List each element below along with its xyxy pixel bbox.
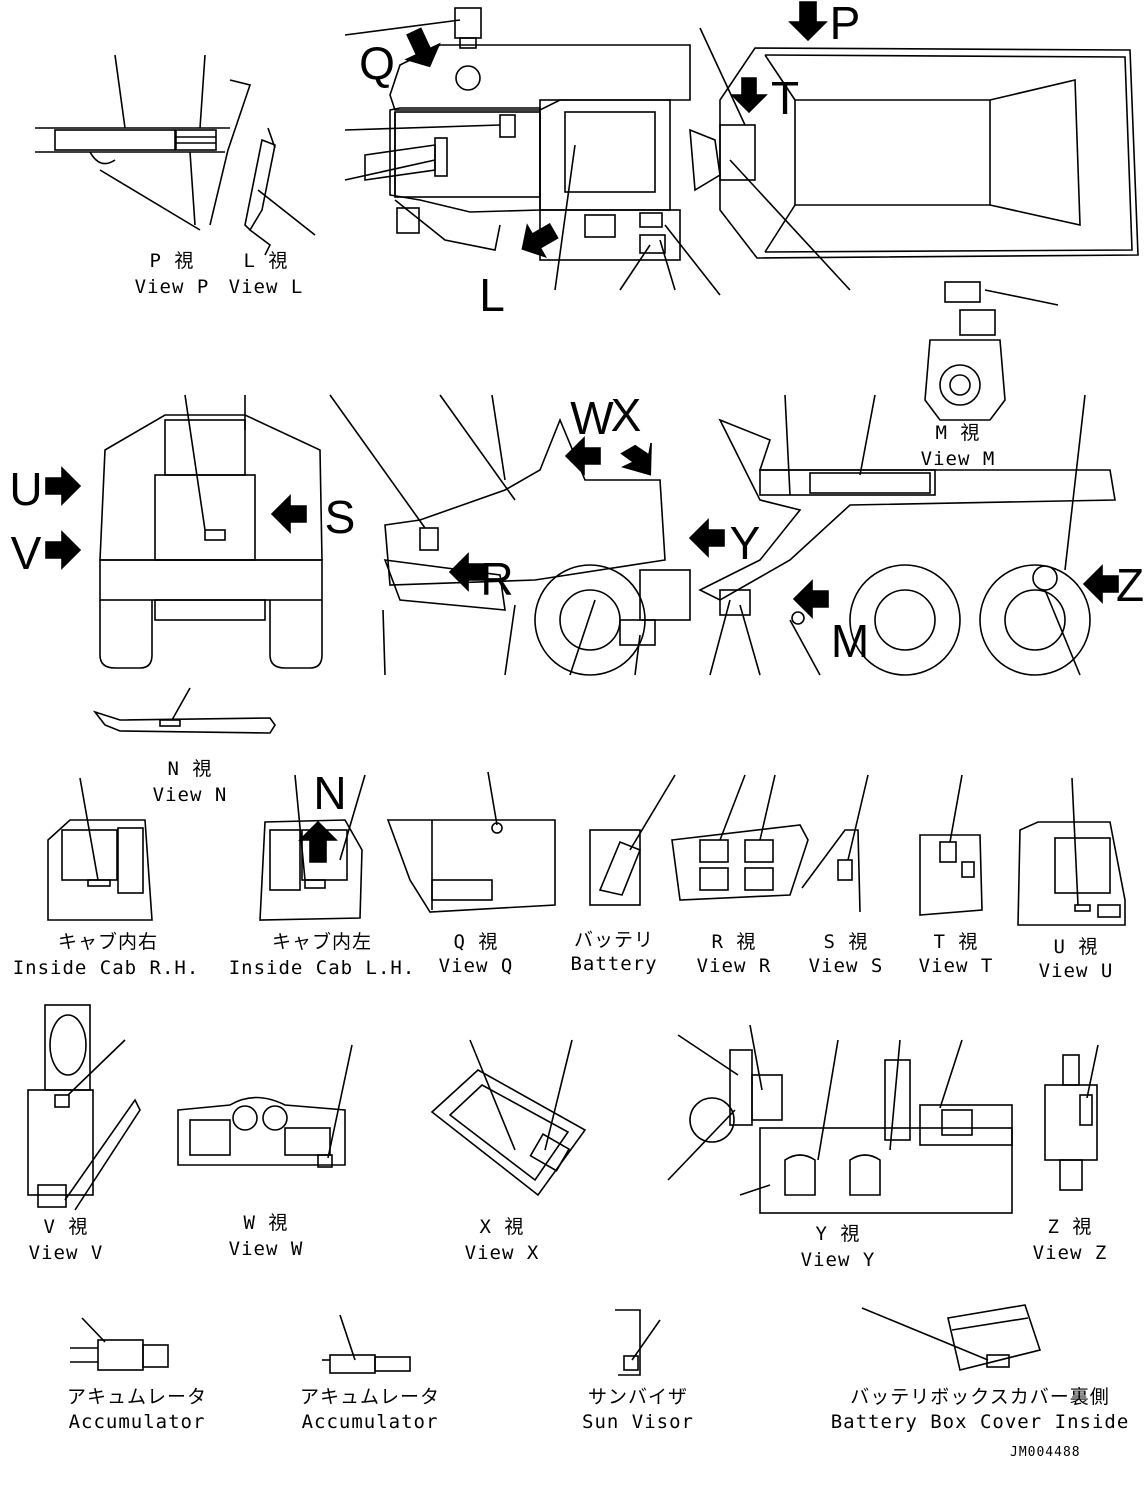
view-s-drawing — [801, 774, 869, 913]
view-m-drawing — [924, 281, 1059, 421]
view-letter-l: L — [479, 269, 505, 321]
view-r-drawing — [671, 774, 809, 901]
caption-view-y-jp: Y 視 — [815, 1223, 861, 1245]
caption-view-l-en: View L — [228, 276, 304, 298]
caption-view-u-jp: U 視 — [1053, 936, 1099, 958]
view-letter-m: M — [830, 615, 870, 667]
view-y-drawing — [667, 1024, 1013, 1214]
cab-lh-drawing — [259, 774, 366, 921]
view-letter-u: U — [9, 463, 43, 515]
view-letter-r: R — [480, 553, 514, 605]
view-z-drawing — [1044, 1044, 1099, 1191]
view-letter-w: W — [570, 392, 614, 444]
top-view-cab — [344, 7, 756, 296]
caption-view-v-jp: V 視 — [43, 1216, 89, 1238]
caption-view-n-jp: N 視 — [167, 758, 213, 780]
arrows-top — [404, 1, 828, 259]
caption-view-p-en: View P — [134, 276, 210, 298]
caption-view-r-jp: R 視 — [711, 931, 757, 953]
accumulator-2-drawing — [322, 1314, 411, 1374]
view-letter-t: T — [770, 72, 800, 124]
top-view-dump-body — [699, 27, 1139, 291]
caption-view-w-jp: W 視 — [243, 1212, 289, 1234]
caption-battery-box-cover-jp: バッテリボックスカバー裏側 — [850, 1386, 1110, 1408]
view-u-drawing — [1017, 777, 1126, 926]
caption-sun-visor-jp: サンバイザ — [587, 1386, 689, 1408]
view-x-drawing — [430, 1039, 587, 1197]
caption-view-z-jp: Z 視 — [1047, 1216, 1093, 1238]
view-t-drawing — [919, 774, 983, 916]
caption-view-r-en: View R — [696, 955, 772, 977]
view-letter-s: S — [324, 491, 356, 543]
caption-view-s-en: View S — [808, 955, 884, 977]
drawing-code: JM004488 — [1010, 1445, 1081, 1460]
view-letter-v: V — [10, 527, 42, 579]
view-letter-q: Q — [359, 37, 395, 89]
view-p-drawing — [35, 54, 252, 231]
caption-view-t-en: View T — [918, 955, 994, 977]
caption-sun-visor-en: Sun Visor — [582, 1411, 694, 1433]
caption-battery-en: Battery — [570, 953, 658, 975]
view-letter-y: Y — [729, 517, 761, 569]
caption-accumulator-2-jp: アキュムレータ — [299, 1386, 441, 1408]
caption-accumulator-2-en: Accumulator — [301, 1411, 439, 1433]
caption-battery-jp: バッテリ — [573, 929, 655, 951]
caption-cab-rh-jp: キャブ内右 — [57, 931, 159, 953]
accumulator-1-drawing — [70, 1317, 169, 1371]
view-q-drawing — [386, 771, 556, 913]
view-l-drawing — [244, 127, 316, 256]
view-letter-z: Z — [1115, 559, 1144, 611]
caption-view-p-jp: P 視 — [149, 250, 195, 272]
cab-rh-drawing — [47, 777, 153, 921]
caption-view-z-en: View Z — [1032, 1242, 1108, 1264]
view-n-drawing — [92, 687, 276, 734]
battery-drawing — [589, 774, 676, 906]
view-letter-x: X — [610, 389, 642, 441]
view-w-drawing — [177, 1044, 353, 1168]
caption-view-n-en: View N — [152, 784, 228, 806]
caption-accumulator-1-en: Accumulator — [68, 1411, 206, 1433]
caption-view-v-en: View V — [28, 1242, 104, 1264]
front-view-machine — [45, 394, 323, 669]
caption-battery-box-cover-en: Battery Box Cover Inside — [830, 1411, 1130, 1433]
caption-view-m-en: View M — [920, 448, 996, 470]
caption-cab-lh-jp: キャブ内左 — [271, 931, 373, 953]
caption-cab-rh-en: Inside Cab R.H. — [12, 957, 200, 979]
caption-view-u-en: View U — [1038, 960, 1114, 982]
battery-box-cover-drawing — [861, 1304, 1042, 1371]
view-letter-n: N — [313, 767, 347, 819]
caption-view-m-jp: M 視 — [935, 422, 981, 444]
caption-cab-lh-en: Inside Cab L.H. — [228, 957, 416, 979]
caption-view-x-jp: X 視 — [479, 1216, 525, 1238]
caption-view-y-en: View Y — [800, 1249, 876, 1271]
view-v-drawing — [27, 1004, 141, 1211]
sun-visor-drawing — [615, 1309, 661, 1376]
caption-view-x-en: View X — [464, 1242, 540, 1264]
caption-accumulator-1-jp: アキュムレータ — [66, 1386, 208, 1408]
caption-view-w-en: View W — [228, 1238, 304, 1260]
side-view-machine — [329, 394, 1119, 676]
view-letter-p: P — [829, 0, 861, 49]
caption-view-t-jp: T 視 — [933, 931, 979, 953]
caption-view-q-en: View Q — [438, 955, 514, 977]
caption-view-s-jp: S 視 — [823, 931, 869, 953]
caption-view-q-jp: Q 視 — [453, 931, 499, 953]
caption-view-l-jp: L 視 — [243, 250, 289, 272]
